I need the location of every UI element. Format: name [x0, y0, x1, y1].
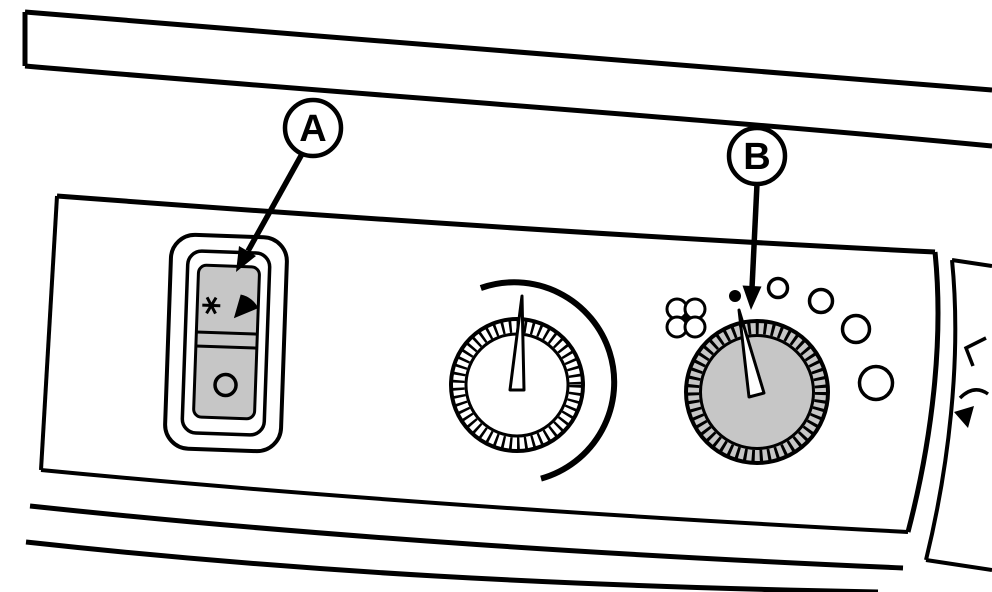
console-second-edge-line [24, 63, 992, 149]
fan-hub [682, 314, 690, 322]
callout-b-arrowhead [742, 285, 762, 310]
callout-a-arrow-shaft [245, 152, 305, 253]
temperature-control-knob [449, 279, 618, 482]
speed-dot-4 [857, 364, 895, 402]
right-panel-bottom-edge [925, 558, 992, 572]
speed-dot-0 [729, 290, 741, 302]
callout-b-arrow-shaft [749, 183, 760, 289]
wiper-fan-shape [233, 294, 259, 319]
console-top-edge-line [24, 9, 992, 93]
right-panel-top-edge [951, 258, 992, 268]
panel-face [39, 193, 941, 534]
fan-lobe [683, 315, 707, 339]
divider-line [924, 259, 958, 561]
callout-a: A [236, 97, 344, 272]
right-panel-divider [924, 258, 992, 572]
callout-a-circle [282, 97, 344, 159]
bottom-console-lines [25, 503, 904, 592]
callout-b-circle [726, 125, 788, 187]
fan-knob-pointer [737, 308, 766, 399]
fan-speed-control-knob [665, 276, 895, 465]
callout-a-arrowhead [236, 246, 256, 272]
fan-knob-face-ring [699, 334, 815, 450]
panel-bottom-edge [40, 468, 909, 534]
top-console-lines [22, 9, 992, 149]
temp-knob-pointer [508, 294, 526, 392]
rocker-divider-line-1 [196, 330, 258, 336]
bottom-groove-line-1 [29, 503, 904, 571]
panel-left-edge [39, 195, 59, 471]
wiper-washer-icon [202, 294, 259, 319]
fan-speed-dot-icons [729, 276, 895, 402]
partial-icon-arrowhead [954, 406, 974, 428]
partial-right-panel-icon [954, 336, 990, 428]
fan-knob-knurl-ring [687, 322, 827, 462]
panel-top-edge [56, 193, 936, 255]
callout-b-label: B [743, 136, 770, 178]
callout-a-label: A [299, 108, 326, 150]
speed-dot-2 [807, 287, 835, 315]
rocker-divider-line-2 [195, 344, 257, 350]
washer-star-center [208, 302, 215, 309]
off-position-circle-icon [213, 372, 238, 398]
fan-blower-icon [665, 297, 707, 339]
bottom-groove-line-2 [25, 539, 879, 592]
partial-icon-stroke-2 [958, 388, 990, 400]
panel-right-edge [905, 251, 941, 533]
wiper-washer-rocker-switch [163, 232, 289, 454]
speed-dot-1 [766, 276, 790, 300]
speed-dot-3 [840, 313, 872, 345]
partial-icon-stroke-1 [963, 336, 987, 367]
callout-b: B [726, 125, 788, 310]
temperature-scale-arc [479, 279, 618, 482]
